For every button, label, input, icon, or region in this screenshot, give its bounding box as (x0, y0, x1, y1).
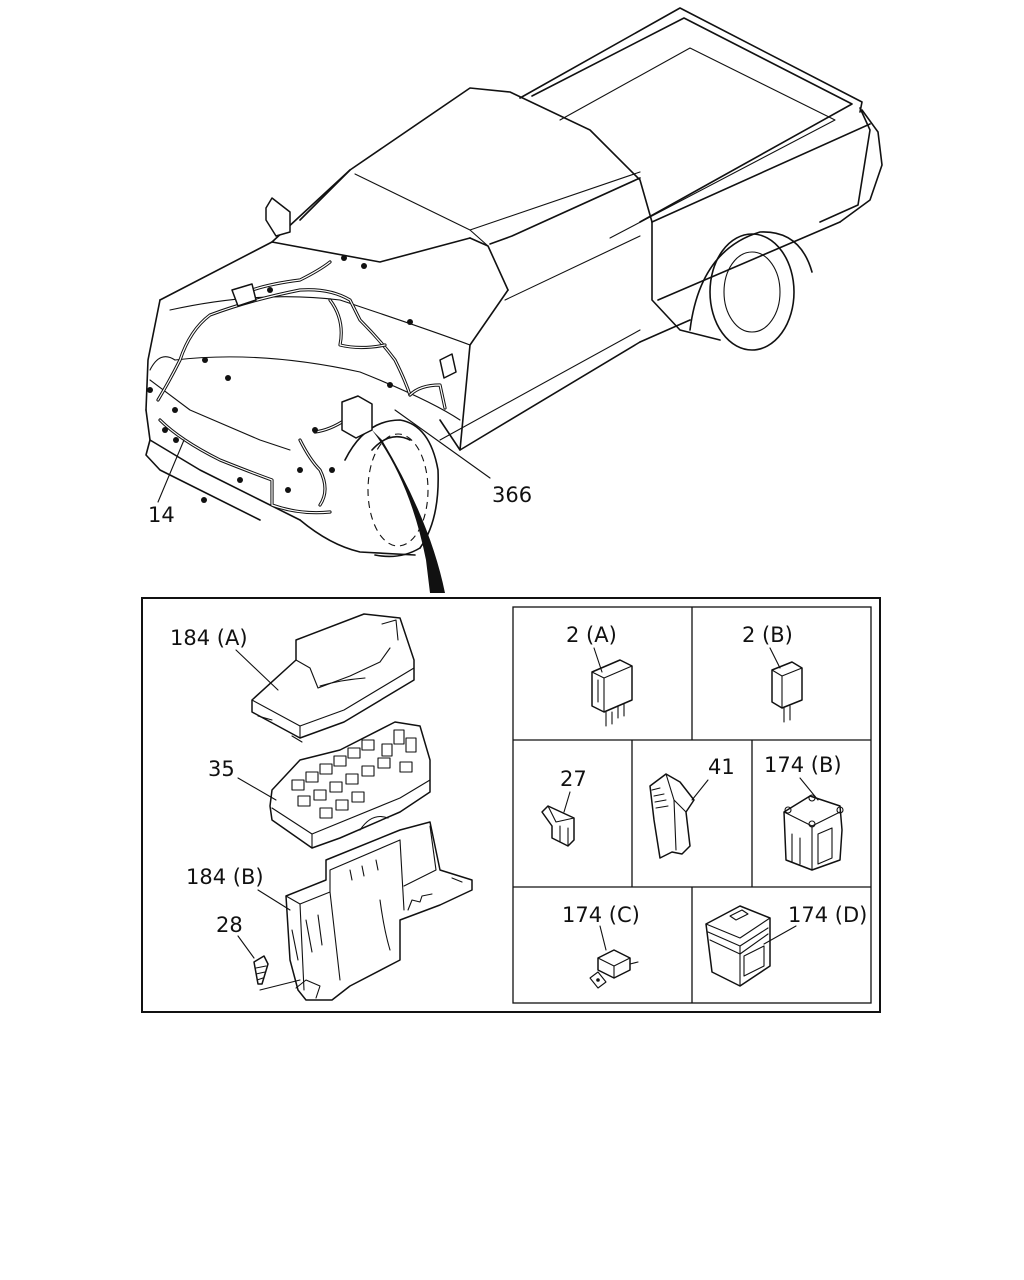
callout-184a: 184 (A) (170, 626, 248, 650)
callout-2a: 2 (A) (566, 623, 617, 647)
detail-pointer-arrow (372, 430, 445, 593)
fuse-block (269, 721, 431, 849)
fuse-box-cover-upper (251, 613, 415, 743)
detail-frame (141, 597, 881, 1013)
fuse-174c (589, 949, 639, 989)
callout-174c: 174 (C) (562, 903, 640, 927)
mini-fuse (541, 805, 575, 847)
callout-27: 27 (560, 767, 587, 791)
fuse-174b (783, 794, 844, 871)
relay-large (591, 659, 633, 727)
fuse-box-cover-lower (285, 821, 473, 1001)
screw (253, 955, 269, 985)
fuse-puller (649, 773, 695, 859)
fuse-174d (705, 905, 771, 987)
callout-14: 14 (148, 503, 175, 527)
callout-366: 366 (492, 483, 532, 507)
truck-illustration (145, 7, 883, 558)
callout-174d: 174 (D) (788, 903, 867, 927)
relay-small (771, 661, 803, 723)
callout-35: 35 (208, 757, 235, 781)
callout-174b: 174 (B) (764, 753, 842, 777)
parts-grid (512, 606, 872, 1004)
callout-2b: 2 (B) (742, 623, 793, 647)
callout-28: 28 (216, 913, 243, 937)
callout-41: 41 (708, 755, 735, 779)
wire-harness (147, 255, 457, 515)
callout-184b: 184 (B) (186, 865, 264, 889)
